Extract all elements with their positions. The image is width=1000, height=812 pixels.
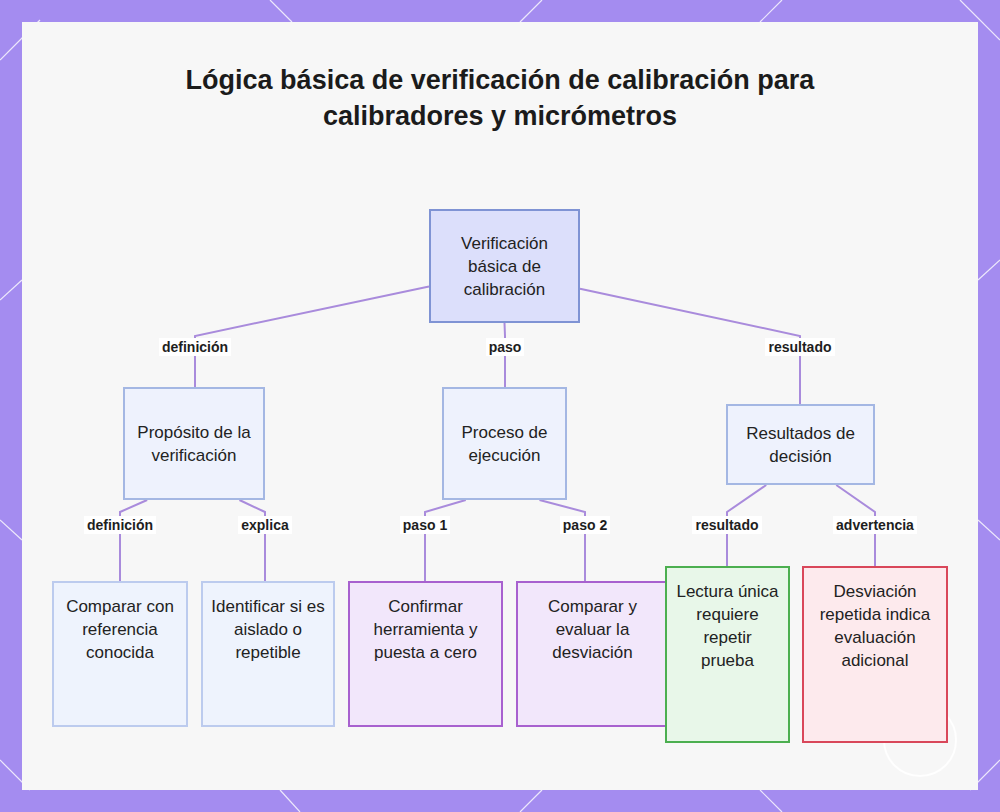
concept-box: Comparar con referencia conocida (52, 581, 188, 727)
concept-box: Verificación básica de calibración (429, 209, 580, 323)
edge-label: definición (159, 338, 231, 356)
edge-label: definición (84, 516, 156, 534)
edge-label: resultado (692, 516, 761, 534)
edge-label: resultado (765, 338, 834, 356)
box-text: Verificación básica de calibración (439, 232, 570, 301)
tree-connector (540, 500, 586, 581)
edge-label: paso 2 (560, 516, 610, 534)
box-text: Identificar si es aislado o repetible (211, 595, 325, 664)
concept-box: Identificar si es aislado o repetible (201, 581, 335, 727)
concept-box: Desviación repetida indica evaluación ad… (802, 566, 948, 743)
tree-connector (425, 500, 466, 581)
box-text: Comparar y evaluar la desviación (526, 595, 659, 664)
box-text: Propósito de la verificación (133, 421, 255, 467)
concept-box: Comparar y evaluar la desviación (516, 581, 669, 727)
concept-box: Resultados de decisión (726, 404, 875, 485)
white-panel (22, 22, 978, 790)
diagram-title: Lógica básica de verificación de calibra… (180, 62, 820, 134)
edge-label: paso 1 (400, 516, 450, 534)
tree-connector (195, 287, 429, 387)
box-text: Confirmar herramienta y puesta a cero (358, 595, 493, 664)
box-text: Lectura única requiere repetir prueba (675, 580, 780, 672)
edge-label: advertencia (833, 516, 917, 534)
concept-box: Proceso de ejecución (442, 387, 567, 500)
edge-label: explica (238, 516, 291, 534)
tree-connector (120, 500, 147, 581)
concept-box: Lectura única requiere repetir prueba (665, 566, 790, 743)
concept-box: Propósito de la verificación (123, 387, 265, 500)
box-text: Proceso de ejecución (452, 421, 557, 467)
faint-photo (22, 22, 978, 790)
edge-label: paso (486, 338, 525, 356)
box-text: Desviación repetida indica evaluación ad… (812, 580, 938, 672)
box-text: Resultados de decisión (736, 422, 865, 468)
concept-box: Confirmar herramienta y puesta a cero (348, 581, 503, 727)
box-text: Comparar con referencia conocida (62, 595, 178, 664)
tree-connector (239, 500, 265, 581)
